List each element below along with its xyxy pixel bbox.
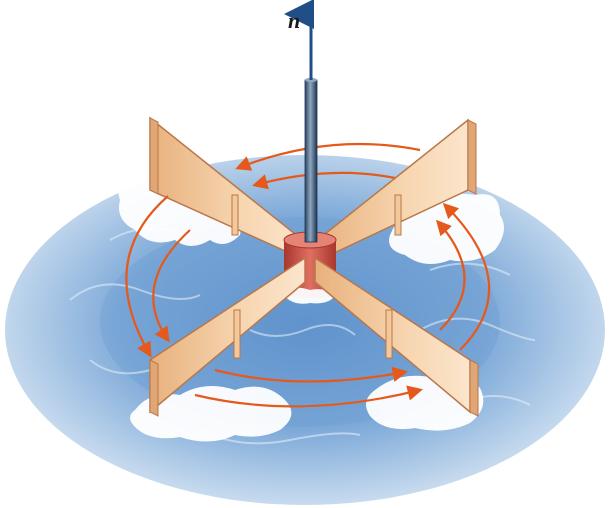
normal-vector-label: n (288, 8, 300, 33)
shaft (305, 78, 317, 242)
